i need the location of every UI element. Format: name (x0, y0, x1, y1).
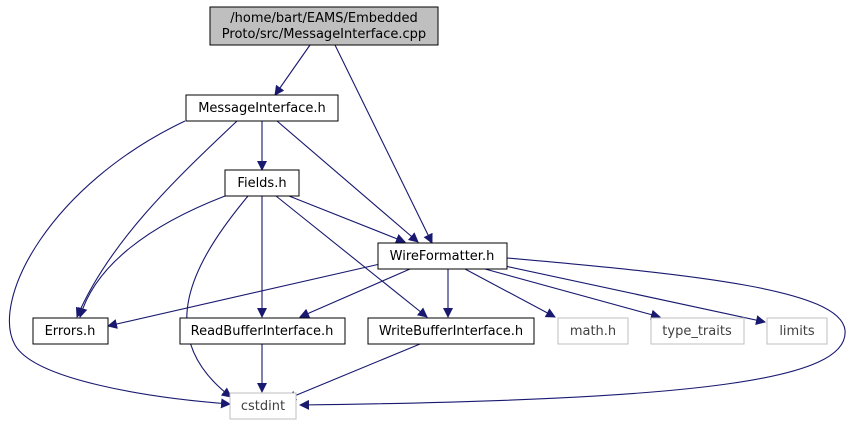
edge-wireformatter-to-limits (504, 265, 766, 325)
node-math-label: math.h (570, 324, 616, 339)
node-wireformatter-label: WireFormatter.h (390, 249, 495, 264)
node-math-box (557, 317, 629, 345)
node-type-traits: type_traits (650, 317, 745, 345)
node-root-label-line1: /home/bart/EAMS/Embedded (230, 11, 418, 26)
node-limits-box (766, 317, 828, 345)
node-readbufferinterface-h[interactable]: ReadBufferInterface.h (179, 317, 346, 345)
node-writebufferinterface-h[interactable]: WriteBufferInterface.h (367, 317, 535, 345)
edge-messageinterface-to-cstdint (8, 120, 231, 409)
node-type-traits-box (650, 317, 745, 345)
node-errors-box (32, 317, 109, 345)
node-errors-label: Errors.h (45, 324, 96, 339)
edge-wireformatter-to-math (464, 268, 556, 318)
node-wireformatter-h[interactable]: WireFormatter.h (377, 242, 508, 270)
node-readbufferinterface-box (179, 317, 346, 345)
edge-messageinterface-to-wireformatter (276, 120, 419, 243)
node-messageinterface-box (185, 94, 339, 122)
node-type-traits-label: type_traits (662, 324, 732, 339)
edge-wireformatter-to-typetraits (484, 268, 661, 320)
node-writebufferinterface-label: WriteBufferInterface.h (379, 324, 523, 339)
node-cstdint-box (229, 392, 297, 420)
node-root-file[interactable]: /home/bart/EAMS/Embedded Proto/src/Messa… (209, 6, 439, 46)
node-wireformatter-box (377, 242, 508, 270)
edge-wireformatter-to-cstdint (299, 257, 846, 410)
edge-wireformatter-to-errors (107, 263, 381, 329)
node-root-label-line2: Proto/src/MessageInterface.cpp (222, 27, 426, 42)
node-writebufferinterface-box (367, 317, 535, 345)
node-limits: limits (766, 317, 828, 345)
node-limits-label: limits (779, 324, 815, 339)
node-fields-h[interactable]: Fields.h (224, 169, 300, 197)
node-cstdint-label: cstdint (241, 399, 285, 414)
edges (8, 44, 846, 410)
node-readbufferinterface-label: ReadBufferInterface.h (191, 324, 334, 339)
edge-fields-to-cstdint (186, 195, 249, 398)
node-cstdint: cstdint (229, 392, 297, 420)
edge-fields-to-wireformatter (288, 195, 406, 244)
node-messageinterface-h[interactable]: MessageInterface.h (185, 94, 339, 122)
edge-writebufferinterface-to-cstdint (286, 343, 421, 401)
node-errors-h[interactable]: Errors.h (32, 317, 109, 345)
edge-fields-to-writebufferinterface (275, 195, 428, 318)
edge-wireformatter-to-readbufferinterface (299, 268, 411, 318)
node-math-h: math.h (557, 317, 629, 345)
edge-fields-to-errors (77, 195, 226, 318)
edge-messageinterface-to-errors (75, 120, 238, 318)
node-fields-box (224, 169, 300, 197)
edge-root-to-wireformatter (334, 44, 433, 244)
node-messageinterface-label: MessageInterface.h (198, 101, 326, 116)
node-fields-label: Fields.h (237, 176, 286, 191)
edge-root-to-messageinterface (274, 44, 311, 96)
node-root-box (209, 6, 439, 46)
